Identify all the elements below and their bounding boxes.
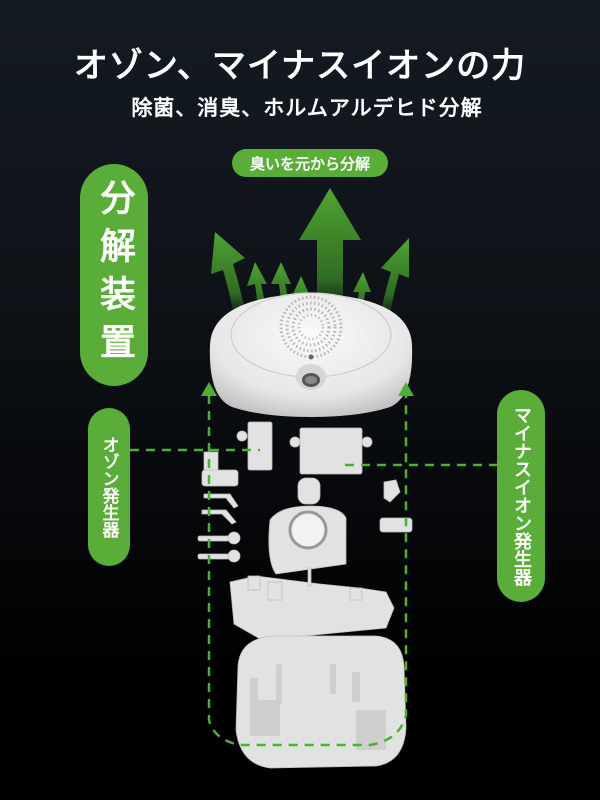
purifier-top-cover-icon — [209, 292, 413, 417]
exploded-components-icon — [197, 421, 413, 769]
page-title: オゾン、マイナスイオンの力 — [73, 46, 527, 86]
badge-decomposition-device: 分解装置 — [80, 164, 148, 386]
badge-negative-ion-generator: マイナスイオン発生器 — [497, 390, 545, 602]
page-subtitle: 除菌、消臭、ホルムアルデヒド分解 — [131, 96, 483, 120]
badge-odor-decomposition: 臭いを元から分解 — [232, 149, 388, 177]
badge-ozone-generator: オゾン発生器 — [88, 408, 130, 566]
